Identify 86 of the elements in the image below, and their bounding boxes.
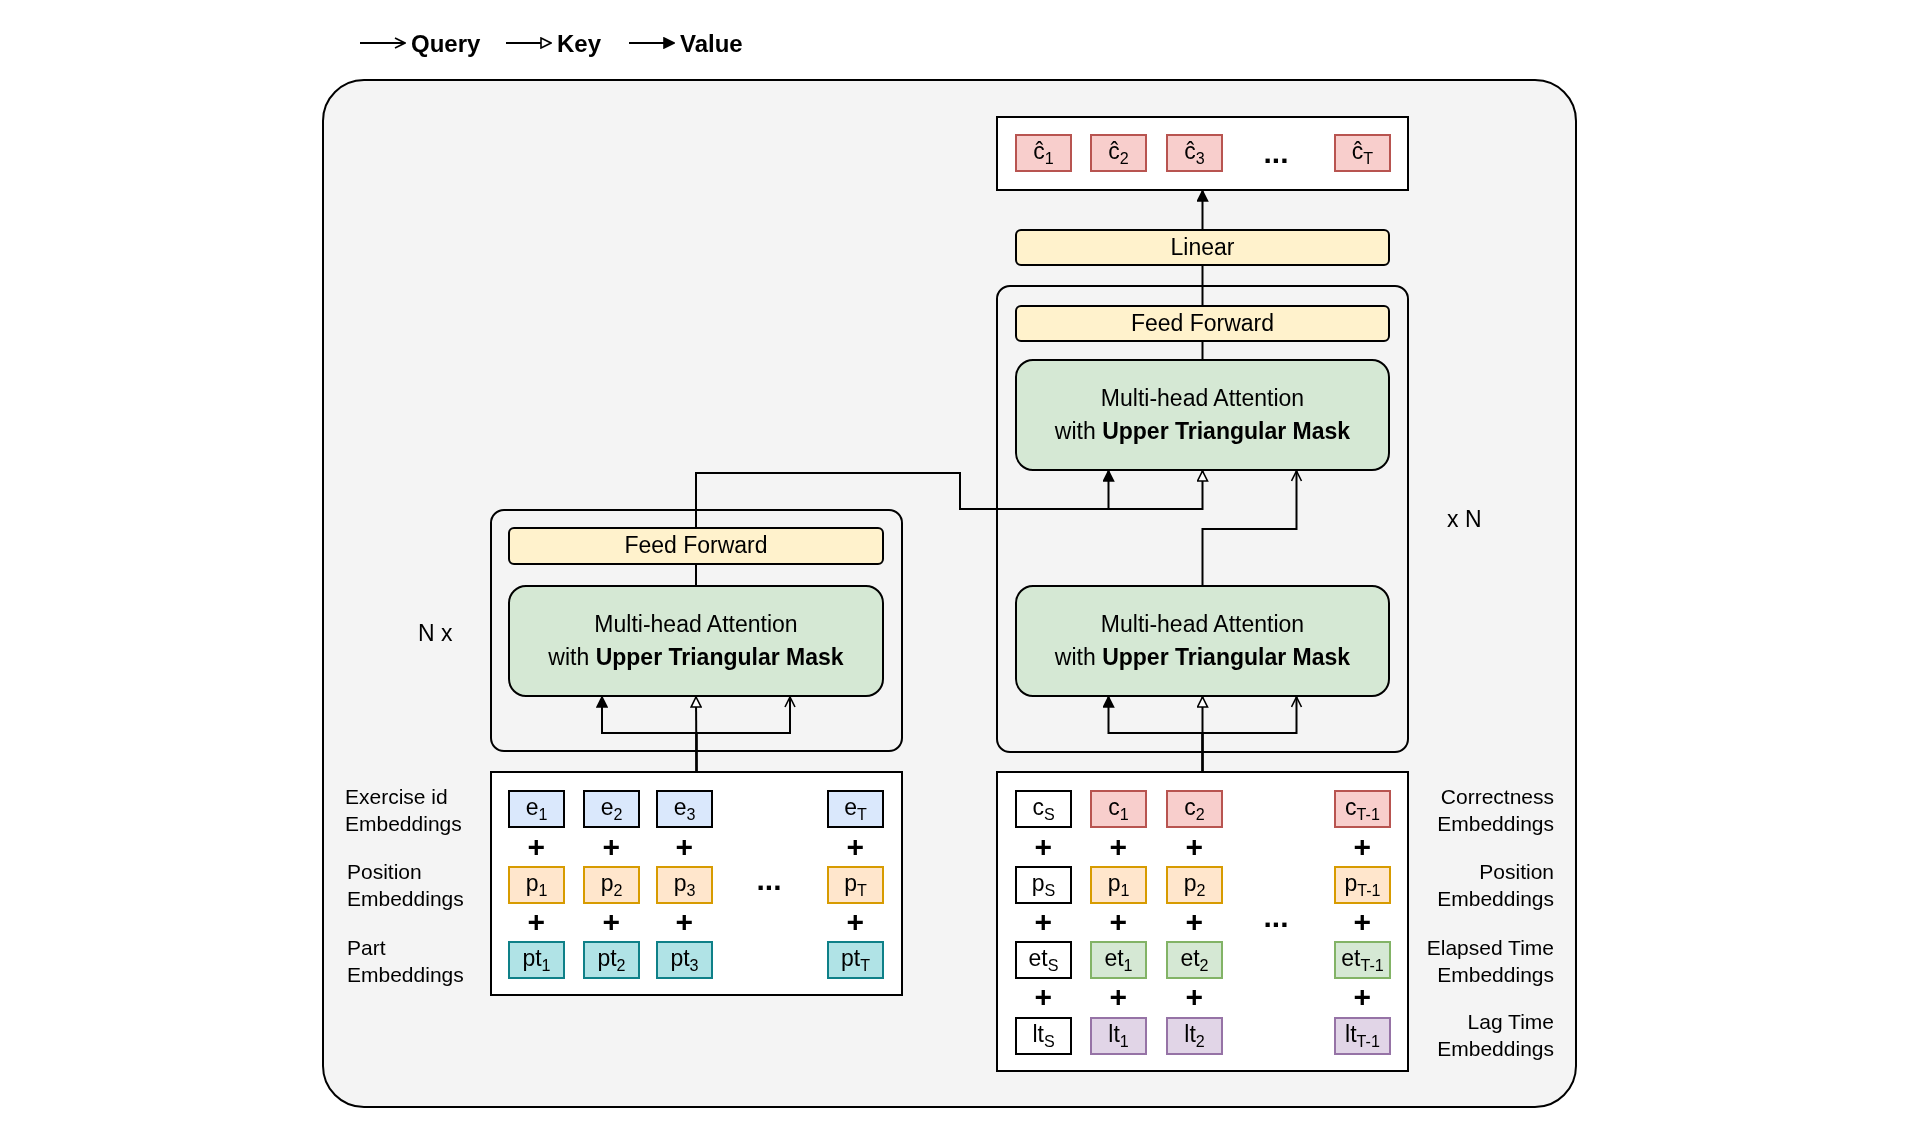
output-box — [996, 116, 1409, 191]
plus-sign: + — [1353, 907, 1372, 937]
encoder-block — [490, 509, 903, 752]
row-label: Position Embeddings — [347, 858, 465, 912]
plus-sign: + — [1109, 982, 1128, 1012]
embedding-box: c$_{S}$ — [1015, 790, 1072, 828]
prediction-box: ĉ$_{2}$ — [1090, 134, 1147, 172]
embedding-box: p$_{2}$ — [583, 866, 640, 904]
row-label: Exercise id Embeddings — [345, 783, 463, 837]
arrow — [1196, 190, 1209, 230]
attention-box: Multi-head Attention with Upper Triangular Mask — [1015, 585, 1390, 697]
plus-sign: + — [1109, 907, 1128, 937]
ellipsis: ... — [1263, 138, 1289, 168]
plus-sign: + — [602, 832, 621, 862]
arrow — [1201, 696, 1303, 772]
attention-box: Multi-head Attention with Upper Triangular Mask — [1015, 359, 1390, 471]
embedding-box: p$_{3}$ — [656, 866, 713, 904]
embedding-box: p$_{1}$ — [1090, 866, 1147, 904]
row-label: Elapsed Time Embeddings — [1425, 934, 1554, 988]
embedding-box: lt$_{T-1}$ — [1334, 1017, 1391, 1055]
embedding-box: et$_{T-1}$ — [1334, 941, 1391, 979]
plus-sign: + — [1034, 832, 1053, 862]
embedding-panel — [490, 771, 903, 996]
embedding-box: p$_{2}$ — [1166, 866, 1223, 904]
plus-sign: + — [675, 907, 694, 937]
embedding-box: c$_{2}$ — [1166, 790, 1223, 828]
embedding-box: pt$_{2}$ — [583, 941, 640, 979]
plus-sign: + — [1353, 982, 1372, 1012]
embedding-box: e$_{1}$ — [508, 790, 565, 828]
linear-layer-box: Linear — [1015, 229, 1390, 266]
embedding-box: et$_{S}$ — [1015, 941, 1072, 979]
plus-sign: + — [1185, 907, 1204, 937]
plus-sign: + — [846, 832, 865, 862]
plus-sign: + — [675, 832, 694, 862]
embedding-box: pt$_{T}$ — [827, 941, 884, 979]
embedding-box: lt$_{2}$ — [1166, 1017, 1223, 1055]
legend-label: Value — [680, 29, 743, 59]
prediction-box: ĉ$_{3}$ — [1166, 134, 1223, 172]
ellipsis: ... — [1263, 902, 1289, 932]
embedding-box: et$_{1}$ — [1090, 941, 1147, 979]
plus-sign: + — [1034, 907, 1053, 937]
row-label: Position Embeddings — [1436, 858, 1554, 912]
plus-sign: + — [1185, 982, 1204, 1012]
embedding-panel — [996, 771, 1409, 1072]
attention-box: Multi-head Attention with Upper Triangular Mask — [508, 585, 884, 697]
embedding-box: e$_{3}$ — [656, 790, 713, 828]
row-label: Correctness Embeddings — [1436, 783, 1554, 837]
embedding-box: lt$_{S}$ — [1015, 1017, 1072, 1055]
plus-sign: + — [1353, 832, 1372, 862]
plus-sign: + — [527, 907, 546, 937]
row-label: Part Embeddings — [347, 934, 465, 988]
embedding-box: e$_{T}$ — [827, 790, 884, 828]
embedding-box: c$_{1}$ — [1090, 790, 1147, 828]
embedding-box: lt$_{1}$ — [1090, 1017, 1147, 1055]
arrow — [690, 696, 702, 772]
connector-line — [1201, 341, 1204, 360]
plus-sign: + — [1185, 832, 1204, 862]
repeat-label: x N — [1447, 505, 1482, 534]
row-label: Lag Time Embeddings — [1436, 1008, 1554, 1062]
arrow — [695, 696, 796, 772]
plus-sign: + — [1109, 832, 1128, 862]
embedding-box: c$_{T-1}$ — [1334, 790, 1391, 828]
connector-line — [1201, 265, 1204, 306]
plus-sign: + — [602, 907, 621, 937]
legend-label: Query — [411, 29, 481, 59]
embedding-box: et$_{2}$ — [1166, 941, 1223, 979]
prediction-box: ĉ$_{1}$ — [1015, 134, 1072, 172]
embedding-box: p$_{T-1}$ — [1334, 866, 1391, 904]
plus-sign: + — [1034, 982, 1053, 1012]
repeat-label: N x — [418, 619, 453, 648]
arrow — [1201, 470, 1303, 586]
feed-forward-box: Feed Forward — [1015, 305, 1390, 342]
embedding-box: pt$_{3}$ — [656, 941, 713, 979]
embedding-box: e$_{2}$ — [583, 790, 640, 828]
connector-line — [695, 564, 697, 586]
embedding-box: p$_{1}$ — [508, 866, 565, 904]
decoder-block — [996, 285, 1409, 753]
plus-sign: + — [846, 907, 865, 937]
embedding-box: pt$_{1}$ — [508, 941, 565, 979]
embedding-box: p$_{T}$ — [827, 866, 884, 904]
ellipsis: ... — [756, 865, 782, 895]
legend-label: Key — [557, 29, 602, 59]
plus-sign: + — [527, 832, 546, 862]
prediction-box: ĉ$_{T}$ — [1334, 134, 1391, 172]
embedding-box: p$_{S}$ — [1015, 866, 1072, 904]
feed-forward-box: Feed Forward — [508, 527, 884, 565]
